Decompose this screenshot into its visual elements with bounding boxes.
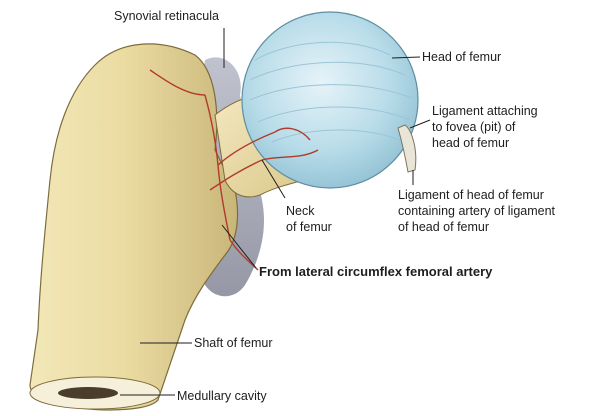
ligament-of-head-label: Ligament of head of femur containing art… [398, 187, 555, 235]
ligament-of-head-line-1: Ligament of head of femur [398, 187, 555, 203]
ligament-attaching-line-3: head of femur [432, 135, 538, 151]
femur-head [242, 12, 418, 188]
ligament-attaching-line-2: to fovea (pit) of [432, 119, 538, 135]
ligament-attaching-line-1: Ligament attaching [432, 103, 538, 119]
neck-of-femur-line-1: Neck [286, 203, 332, 219]
ligament-of-head-line-3: of head of femur [398, 219, 555, 235]
medullary-cavity-label: Medullary cavity [177, 388, 267, 404]
neck-of-femur-label: Neck of femur [286, 203, 332, 235]
synovial-retinacula-label: Synovial retinacula [114, 8, 219, 24]
neck-of-femur-line-2: of femur [286, 219, 332, 235]
head-of-femur-label: Head of femur [422, 49, 501, 65]
medullary-cavity-shape [58, 387, 118, 399]
ligament-of-head-line-2: containing artery of ligament [398, 203, 555, 219]
ligament-attaching-label: Ligament attaching to fovea (pit) of hea… [432, 103, 538, 151]
lateral-circumflex-label: From lateral circumflex femoral artery [259, 264, 492, 280]
shaft-of-femur-label: Shaft of femur [194, 335, 273, 351]
